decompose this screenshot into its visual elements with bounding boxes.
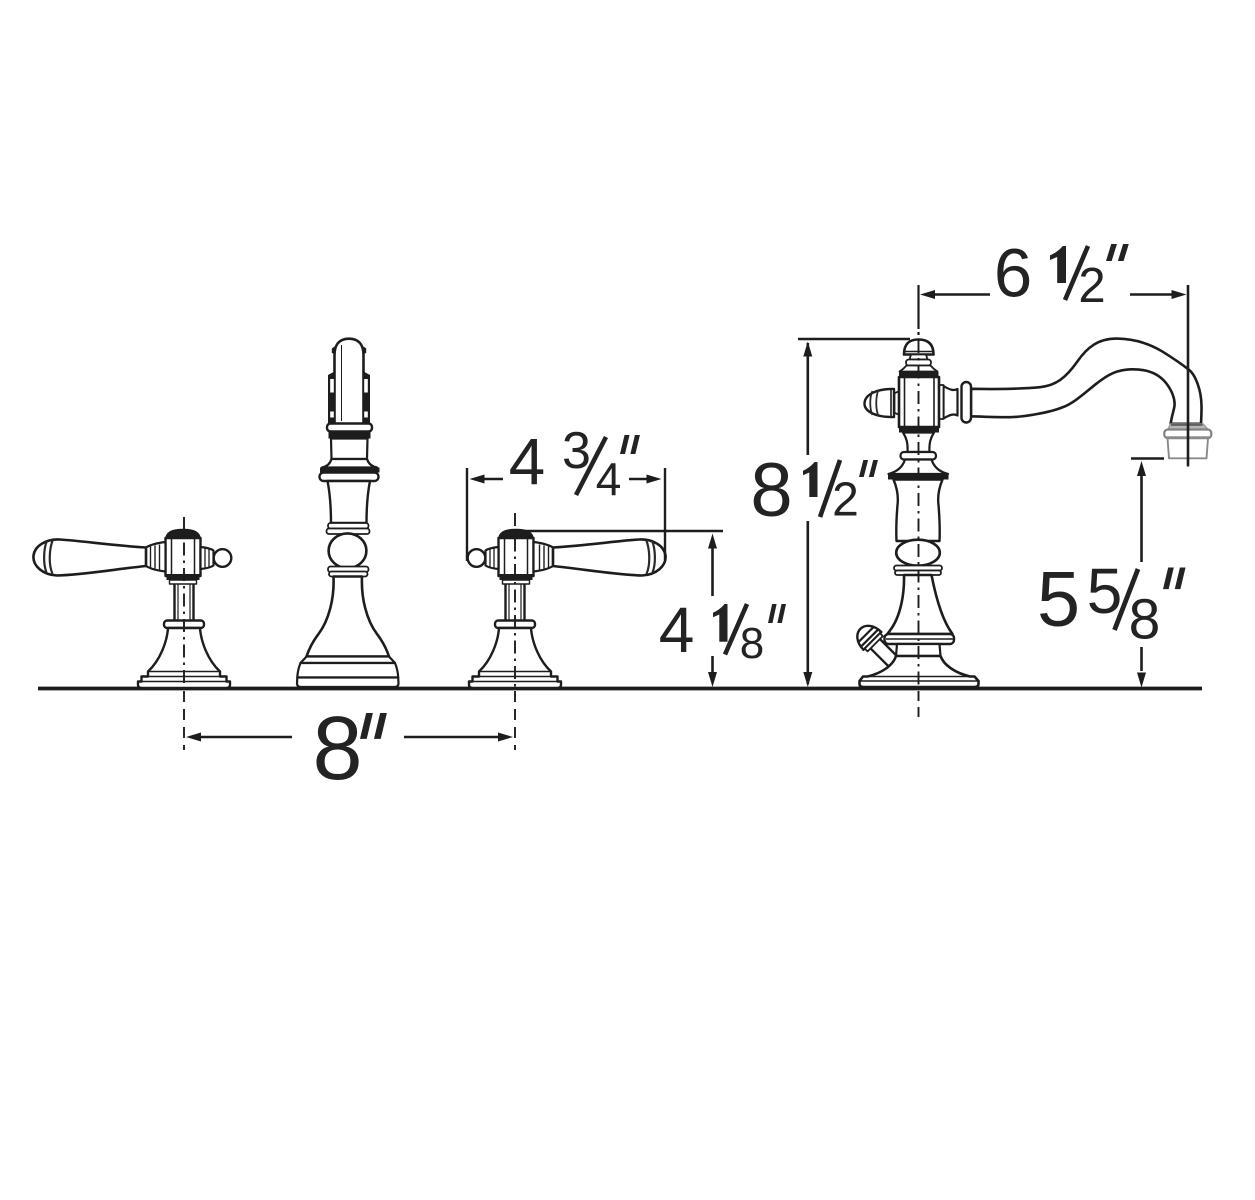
svg-text:5: 5: [1037, 557, 1080, 643]
svg-text:8: 8: [740, 619, 764, 668]
svg-text:8: 8: [750, 448, 792, 533]
svg-text:4: 4: [596, 453, 622, 505]
svg-text:8: 8: [1129, 588, 1161, 652]
svg-text:4: 4: [509, 426, 545, 499]
svg-text:6: 6: [994, 235, 1032, 312]
svg-text:8: 8: [312, 699, 362, 799]
svg-text:2: 2: [832, 474, 859, 527]
svg-text:3: 3: [562, 422, 591, 480]
svg-text:2: 2: [1078, 259, 1105, 313]
svg-text:5: 5: [1087, 555, 1123, 627]
svg-text:4: 4: [659, 594, 695, 666]
